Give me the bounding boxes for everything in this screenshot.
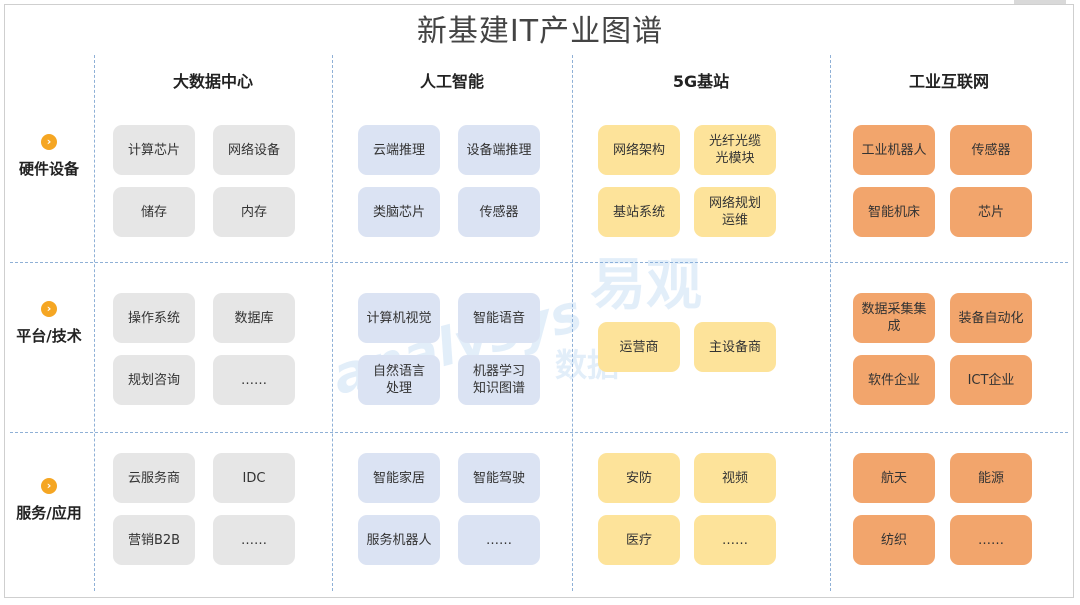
node-box: 传感器 <box>458 187 540 237</box>
node-box: 内存 <box>213 187 295 237</box>
row-label-platform-technology: › 平台/技术 <box>8 301 90 346</box>
column-header-5g-base-station: 5G基站 <box>672 72 730 91</box>
node-box: 智能语音 <box>458 293 540 343</box>
corner-tab <box>1014 0 1066 4</box>
node-box: 航天 <box>853 453 935 503</box>
node-box: 光纤光缆 光模块 <box>694 125 776 175</box>
node-box: 云端推理 <box>358 125 440 175</box>
node-box: 营销B2B <box>113 515 195 565</box>
row-label-text: 服务/应用 <box>16 504 82 522</box>
column-divider <box>94 55 95 591</box>
node-box: 云服务商 <box>113 453 195 503</box>
node-box: 网络规划 运维 <box>694 187 776 237</box>
node-box: 主设备商 <box>694 322 776 372</box>
node-box: 芯片 <box>950 187 1032 237</box>
row-label-text: 平台/技术 <box>16 327 82 345</box>
node-box: 网络架构 <box>598 125 680 175</box>
node-box: 机器学习 知识图谱 <box>458 355 540 405</box>
node-box: 网络设备 <box>213 125 295 175</box>
node-box: 智能驾驶 <box>458 453 540 503</box>
node-box: 能源 <box>950 453 1032 503</box>
node-box: 软件企业 <box>853 355 935 405</box>
node-box: 数据库 <box>213 293 295 343</box>
column-divider <box>830 55 831 591</box>
row-label-service-application: › 服务/应用 <box>8 478 90 523</box>
node-box: …… <box>213 515 295 565</box>
column-divider <box>332 55 333 591</box>
node-box: …… <box>694 515 776 565</box>
node-box: 装备自动化 <box>950 293 1032 343</box>
node-box: 规划咨询 <box>113 355 195 405</box>
chevron-right-icon: › <box>41 478 57 494</box>
node-box: 服务机器人 <box>358 515 440 565</box>
node-box: IDC <box>213 453 295 503</box>
column-header-big-data-center: 大数据中心 <box>172 72 253 91</box>
node-box: 纺织 <box>853 515 935 565</box>
node-box: 传感器 <box>950 125 1032 175</box>
column-header-ai: 人工智能 <box>419 72 484 91</box>
node-box: 基站系统 <box>598 187 680 237</box>
node-box: 视频 <box>694 453 776 503</box>
diagram-title: 新基建IT产业图谱 <box>416 14 664 49</box>
node-box: …… <box>213 355 295 405</box>
row-label-text: 硬件设备 <box>18 160 79 178</box>
node-box: 智能家居 <box>358 453 440 503</box>
node-box: 操作系统 <box>113 293 195 343</box>
chevron-right-icon: › <box>41 134 57 150</box>
node-box: 计算芯片 <box>113 125 195 175</box>
node-box: 安防 <box>598 453 680 503</box>
node-box: …… <box>458 515 540 565</box>
node-box: …… <box>950 515 1032 565</box>
node-box: 运营商 <box>598 322 680 372</box>
chevron-right-icon: › <box>41 301 57 317</box>
node-box: 设备端推理 <box>458 125 540 175</box>
row-label-hardware: › 硬件设备 <box>8 134 90 179</box>
node-box: 数据采集集成 <box>853 293 935 343</box>
node-box: 工业机器人 <box>853 125 935 175</box>
column-header-industrial-internet: 工业互联网 <box>908 72 989 91</box>
node-box: ICT企业 <box>950 355 1032 405</box>
row-divider <box>10 262 1068 263</box>
row-divider <box>10 432 1068 433</box>
node-box: 医疗 <box>598 515 680 565</box>
node-box: 储存 <box>113 187 195 237</box>
node-box: 智能机床 <box>853 187 935 237</box>
column-divider <box>572 55 573 591</box>
node-box: 计算机视觉 <box>358 293 440 343</box>
node-box: 类脑芯片 <box>358 187 440 237</box>
node-box: 自然语言 处理 <box>358 355 440 405</box>
